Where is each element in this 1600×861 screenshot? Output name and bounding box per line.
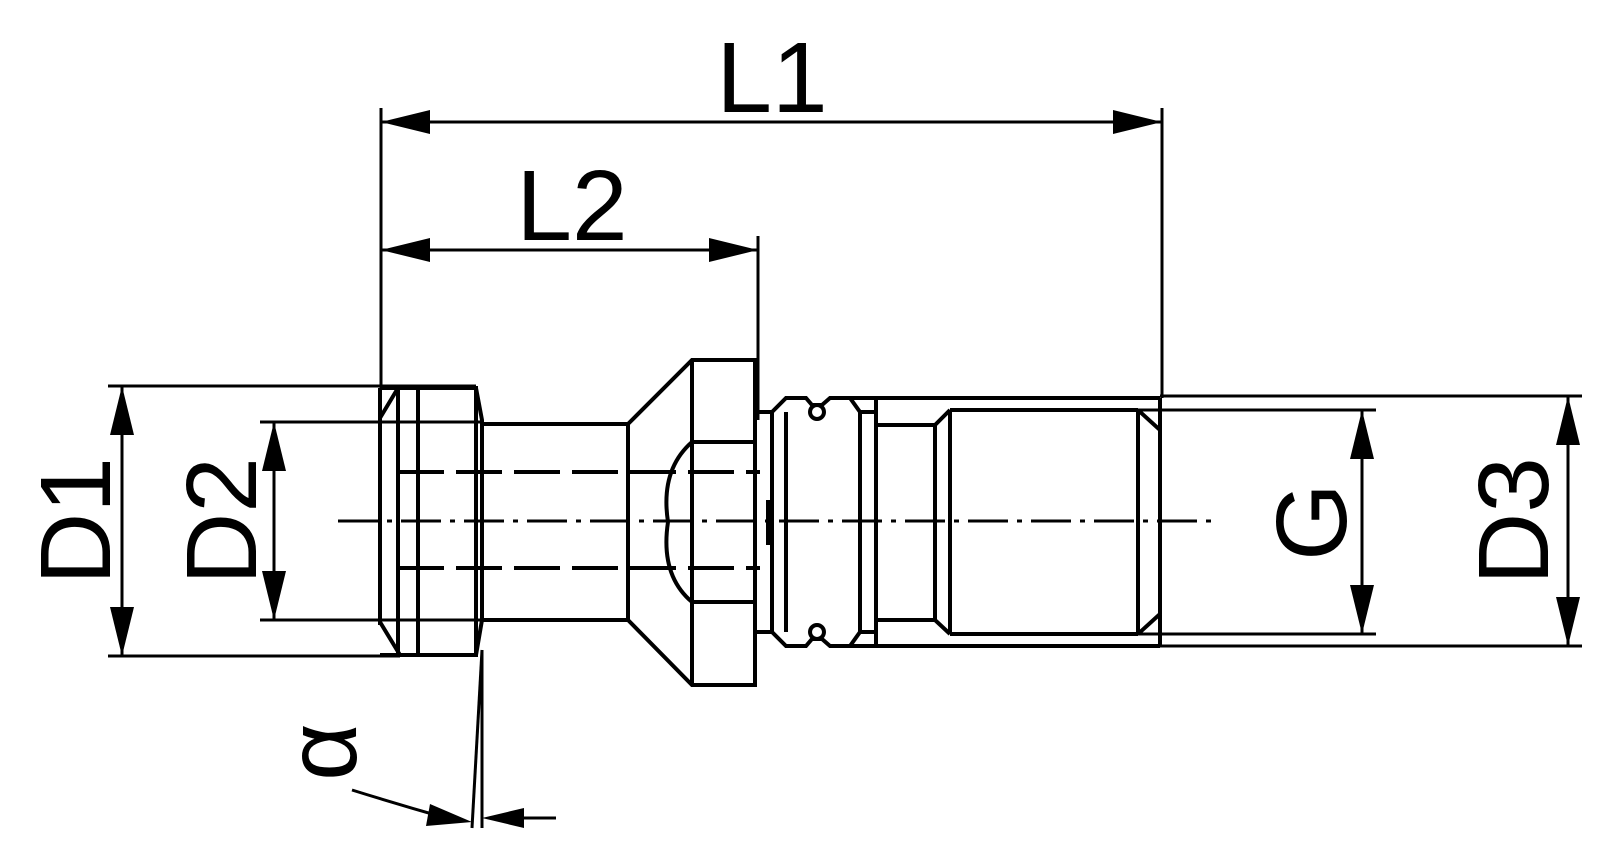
dimension-D3: D3 [1160, 394, 1582, 648]
D1-arrow-top [110, 386, 134, 435]
D2-arrow-bottom [262, 571, 286, 620]
angle-alpha: α [266, 649, 556, 829]
dimension-L2: L2 [381, 150, 760, 420]
alpha-extension-slanted [470, 649, 484, 829]
L1-arrow-left [381, 110, 430, 134]
L1-label: L1 [716, 22, 827, 134]
alpha-arrow-left [426, 804, 472, 826]
D1-label: D1 [20, 457, 132, 585]
D3-arrow-top [1556, 396, 1580, 445]
undercut [850, 396, 1160, 648]
G-arrow-top [1350, 410, 1374, 459]
thread-end [1136, 398, 1162, 646]
dimension-L1: L1 [379, 22, 1164, 398]
G-label: G [1256, 483, 1368, 561]
hidden-bore [398, 470, 760, 570]
D1-arrow-bottom [110, 607, 134, 656]
L2-arrow-right [709, 238, 758, 262]
L2-label: L2 [516, 150, 627, 262]
G-arrow-bottom [1350, 585, 1374, 634]
alpha-arrow-right [482, 808, 524, 828]
D2-arrow-top [262, 422, 286, 471]
D3-arrow-bottom [1556, 597, 1580, 646]
o-ring-bottom [808, 623, 826, 641]
alpha-label: α [266, 723, 378, 781]
dimension-D2: D2 [166, 420, 482, 622]
L2-arrow-left [381, 238, 430, 262]
o-ring-top [808, 403, 826, 421]
D3-label: D3 [1458, 457, 1570, 585]
dimension-D1: D1 [20, 384, 476, 658]
dimension-G: G [1138, 408, 1376, 636]
D2-label: D2 [166, 457, 278, 585]
L1-arrow-right [1113, 110, 1162, 134]
